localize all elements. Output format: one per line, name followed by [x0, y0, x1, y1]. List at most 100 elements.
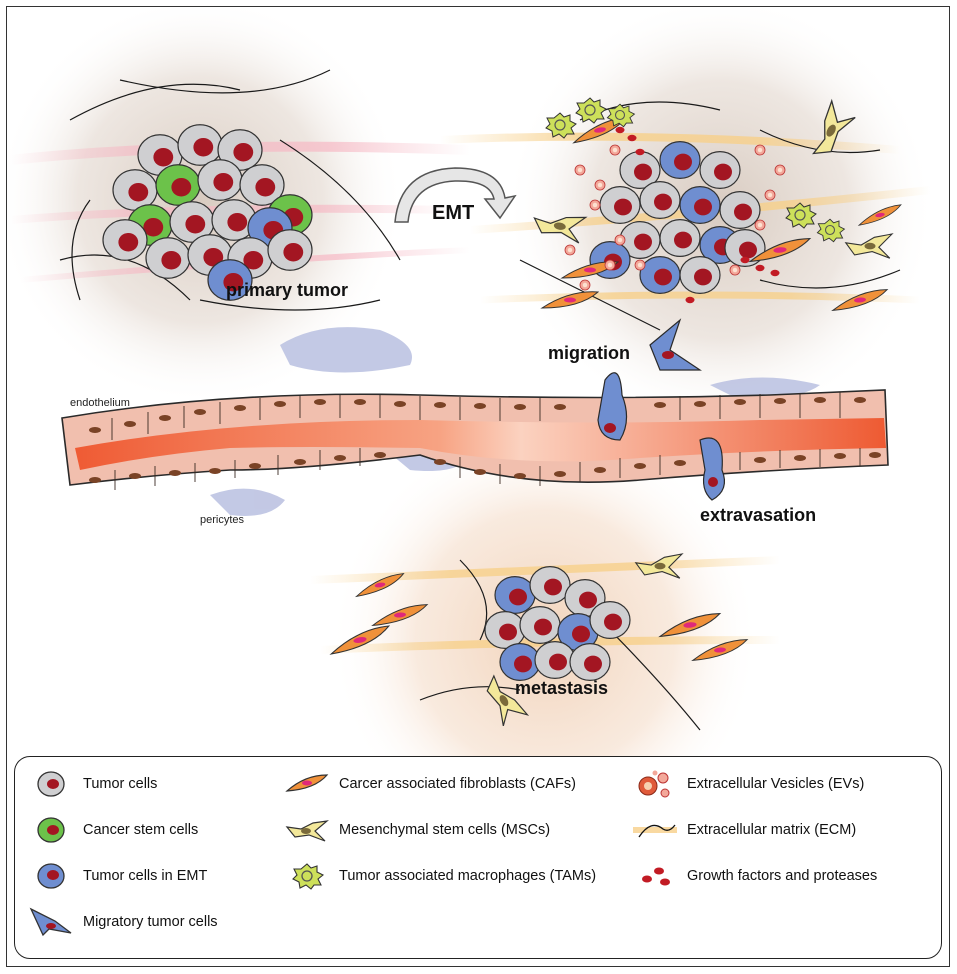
legend-label: Extracellular matrix (ECM) [687, 822, 857, 838]
ev-particle [564, 244, 576, 256]
caf-cell [540, 291, 600, 309]
emt-tumor-cluster [589, 141, 766, 295]
caf-cell [831, 289, 889, 312]
tumor-cell [137, 134, 183, 176]
legend-item-tumor-cells: Tumor cells [29, 769, 157, 799]
stromal-cells [329, 97, 902, 727]
endothelial-cell-borders [111, 392, 861, 490]
caf-cell [355, 572, 405, 598]
ev-particle [604, 259, 616, 271]
legend-item-ecm: Extracellular matrix (ECM) [633, 815, 856, 845]
extravasation-label: extravasation [700, 505, 817, 525]
legend-label: Tumor cells [83, 776, 158, 792]
emt-tumor-cell [207, 259, 253, 301]
tumor-cell [619, 151, 661, 190]
ev-particle [589, 199, 601, 211]
legend-item-cafs: Carcer associated fibroblasts (CAFs) [285, 769, 576, 799]
legend-box: Tumor cells Cancer stem cells Tumor cell… [14, 756, 942, 959]
migratory-cells [597, 318, 725, 501]
primary-tumor-cluster [102, 124, 313, 301]
tumor-cell [719, 191, 761, 230]
ev-particle [574, 164, 586, 176]
caf-cell [857, 204, 902, 226]
tumor-cell [619, 221, 661, 260]
tumor-cell [217, 129, 263, 171]
tumor-cell [569, 642, 611, 681]
metastasis-label: metastasis [515, 678, 609, 698]
msc-cell [634, 553, 684, 579]
extravasating-cell [699, 437, 725, 501]
ecm-fibers [59, 69, 901, 731]
growth-factor [755, 264, 765, 272]
tumor-cell [589, 600, 631, 639]
ev-particle [774, 164, 786, 176]
tumor-cell [659, 219, 701, 258]
legend-label: Tumor associated macrophages (TAMs) [339, 868, 597, 884]
legend-label: Mesenchymal stem cells (MSCs) [339, 822, 551, 838]
growth-factor [615, 126, 625, 134]
tumor-cell [529, 565, 571, 604]
msc-cell [811, 98, 856, 155]
msc-cell [486, 674, 530, 727]
msc-icon [285, 820, 329, 842]
caf-cell [748, 237, 812, 263]
migratory-cell [649, 318, 702, 371]
ev-particle [754, 144, 766, 156]
emt-tumor-cell [679, 186, 721, 225]
legend-item-emt-cells: Tumor cells in EMT [29, 861, 207, 891]
tumor-cell [679, 256, 721, 295]
caf-cell [560, 261, 620, 279]
legend-label: Cancer stem cells [83, 822, 199, 838]
migration-label: migration [548, 343, 631, 363]
tam-cell [606, 103, 636, 128]
tumor-cell [699, 151, 741, 190]
tumor-cell [197, 159, 243, 201]
msc-cell [844, 233, 894, 259]
emt-label: EMT [432, 202, 475, 224]
tumor-cell [639, 181, 681, 220]
legend-label: Carcer associated fibroblasts (CAFs) [339, 776, 576, 792]
pericytes-label: pericytes [200, 514, 245, 526]
tam-cell [785, 202, 817, 229]
legend-label: Extracellular Vesicles (EVs) [687, 776, 865, 792]
growth-factor [635, 148, 645, 156]
ecm-icon [633, 824, 677, 838]
growth-factor [685, 296, 695, 304]
metastasis-cluster [484, 565, 631, 681]
caf-cell [658, 612, 722, 638]
tumor-cell [519, 605, 561, 644]
growth-factor-icon [642, 867, 670, 886]
ev-particle [764, 189, 776, 201]
tumor-cell [239, 164, 285, 206]
tumor-cell [267, 229, 313, 271]
tumor-cell-icon [37, 771, 65, 797]
ev-particle [634, 259, 646, 271]
legend-item-mscs: Mesenchymal stem cells (MSCs) [285, 815, 550, 845]
emt-tumor-cell [499, 642, 541, 681]
migratory-cell-icon [29, 907, 72, 937]
legend-item-tams: Tumor associated macrophages (TAMs) [285, 861, 596, 891]
figure-frame [6, 6, 950, 967]
ev-particle [609, 144, 621, 156]
legend-label: Tumor cells in EMT [83, 868, 208, 884]
caf-icon [285, 774, 329, 792]
emt-tumor-cell [659, 141, 701, 180]
blood-vessel [61, 389, 889, 490]
legend-item-migratory-cells: Migratory tumor cells [29, 907, 218, 937]
caf-cell [371, 604, 429, 627]
legend-label: Growth factors and proteases [687, 868, 878, 884]
growth-factor [740, 256, 750, 264]
emt-arrow [394, 167, 517, 223]
legend-item-cancer-stem-cells: Cancer stem cells [29, 815, 198, 845]
endothelium-label: endothelium [70, 397, 130, 409]
ev-particle [729, 264, 741, 276]
ev-particle [754, 219, 766, 231]
primary-tumor-label: primary tumor [226, 280, 349, 300]
emt-tumor-cell-icon [37, 863, 65, 889]
tam-cell [575, 97, 607, 124]
tumor-cell [102, 219, 148, 261]
growth-factor [627, 134, 637, 142]
tam-cell [816, 218, 846, 243]
intravasating-cell [597, 372, 628, 441]
